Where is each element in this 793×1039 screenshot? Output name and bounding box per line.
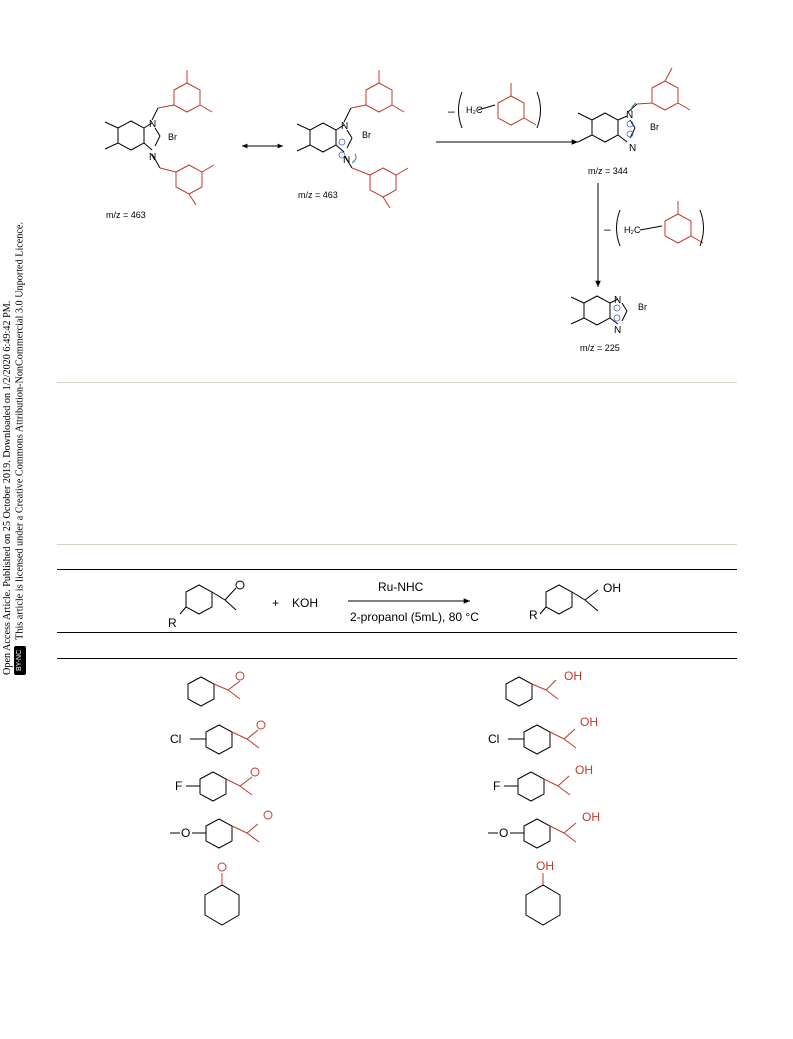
n-label-3a: N — [626, 110, 633, 121]
koh-label: KOH — [292, 596, 318, 610]
table-rule-top — [57, 569, 737, 570]
n-label-2b: N — [343, 155, 350, 166]
reaction-structures — [179, 584, 599, 615]
row2-product-oh: OH — [580, 715, 598, 729]
divider-scheme-end — [57, 382, 737, 383]
n-label-4a: N — [614, 295, 621, 306]
charge-markers — [338, 120, 634, 322]
curved-arrow-2 — [631, 102, 637, 113]
table-rule-header — [57, 632, 737, 633]
curved-arrow-1 — [351, 153, 357, 164]
table-rule-body — [57, 658, 737, 659]
plus-sign: + — [272, 596, 279, 610]
row4-product-oh: OH — [582, 810, 600, 824]
bracket-left-2 — [616, 209, 621, 247]
mz-label-4: m/z = 225 — [580, 343, 620, 353]
minus-sign-1: – — [448, 104, 455, 118]
br-label-1: Br — [168, 132, 177, 142]
bracket-right-2 — [699, 209, 704, 247]
n-label-1b: N — [149, 152, 156, 163]
oh-label-product: OH — [603, 581, 621, 595]
n-label-3b: N — [629, 143, 636, 154]
n-label-2a: N — [341, 121, 348, 132]
mz-label-2: m/z = 463 — [298, 190, 338, 200]
n-label-1a: N — [149, 119, 156, 130]
scheme-structures — [104, 103, 638, 326]
mz-label-3: m/z = 344 — [588, 166, 628, 176]
br-label-2: Br — [362, 130, 371, 140]
n-label-4b: N — [614, 325, 621, 336]
row4-substrate-o: O — [181, 826, 190, 840]
br-label-4: Br — [638, 302, 647, 312]
h2c-label-2: H₂C — [624, 225, 641, 235]
h2c-label-1: H₂C — [466, 105, 483, 115]
mesityl-groups — [157, 67, 704, 244]
r-group-product: R — [529, 608, 538, 622]
conditions-label: 2-propanol (5mL), 80 °C — [350, 610, 479, 624]
carbonyl-o — [235, 580, 245, 590]
bracket-left-1 — [458, 91, 463, 129]
row1-product-oh: OH — [564, 669, 582, 683]
divider-table-start — [57, 544, 737, 545]
r-group-substrate: R — [168, 616, 177, 630]
row2-product-cl: Cl — [488, 732, 499, 746]
row2-substrate-cl: Cl — [170, 732, 181, 746]
row4-product-o: O — [499, 826, 508, 840]
minus-sign-2: – — [604, 222, 611, 236]
substrate-list — [170, 671, 577, 926]
bracket-right-1 — [536, 91, 541, 129]
mz-label-1: m/z = 463 — [106, 210, 146, 220]
row3-substrate-f: F — [175, 779, 182, 793]
catalyst-label: Ru-NHC — [378, 580, 424, 594]
row5-product-oh: OH — [536, 859, 554, 873]
row3-product-oh: OH — [575, 763, 593, 777]
br-label-3: Br — [650, 122, 659, 132]
row3-product-f: F — [493, 779, 500, 793]
